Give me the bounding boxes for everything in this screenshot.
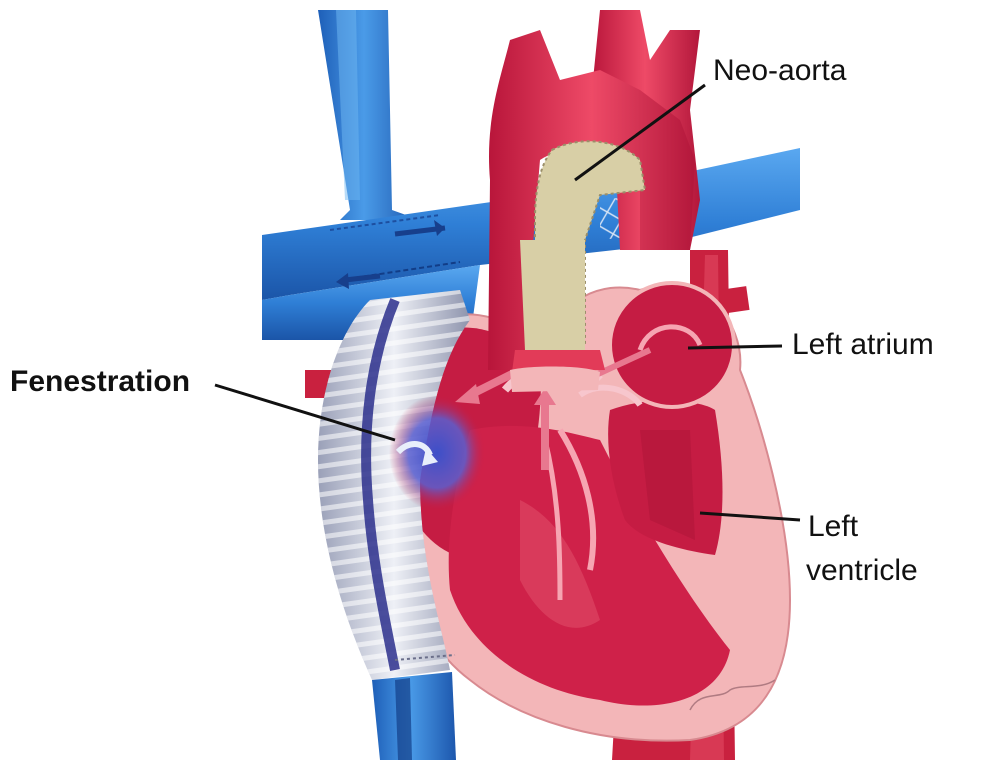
fenestration-site xyxy=(389,395,485,511)
label-left-ventricle: Left ventricle xyxy=(808,509,918,589)
label-fenestration: Fenestration xyxy=(10,364,190,400)
superior-vena-cava xyxy=(318,10,420,220)
label-left-atrium: Left atrium xyxy=(792,327,934,363)
label-neo-aorta: Neo-aorta xyxy=(713,53,846,89)
leader-left-atrium xyxy=(688,346,782,348)
label-left-ventricle-line1: Left xyxy=(808,509,918,545)
label-left-ventricle-line2: ventricle xyxy=(806,553,918,589)
inferior-vena-cava xyxy=(372,672,456,760)
